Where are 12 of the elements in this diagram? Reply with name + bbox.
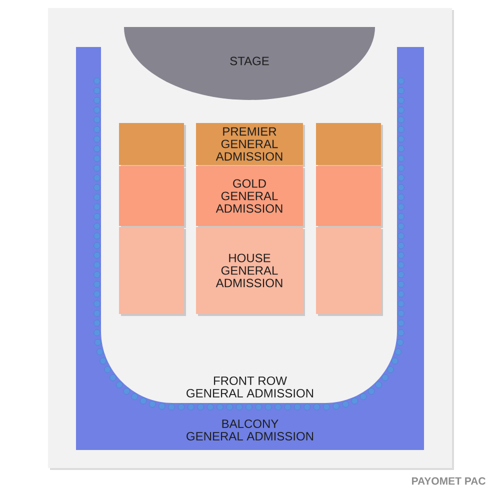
- seating-block: [316, 123, 383, 167]
- stage: STAGE: [124, 27, 375, 100]
- seating-block: [316, 166, 383, 228]
- seating-block: [316, 227, 383, 316]
- seating-section: GOLD GENERAL ADMISSION: [196, 166, 305, 228]
- seating-section: PREMIER GENERAL ADMISSION: [196, 123, 305, 167]
- seating-block: [119, 123, 186, 167]
- seating-section: HOUSE GENERAL ADMISSION: [196, 227, 305, 316]
- section-label: FRONT ROW GENERAL ADMISSION: [186, 376, 314, 398]
- seating-block: [119, 227, 186, 316]
- seating-block: [119, 166, 186, 228]
- caption: PAYOMET PAC: [412, 477, 486, 485]
